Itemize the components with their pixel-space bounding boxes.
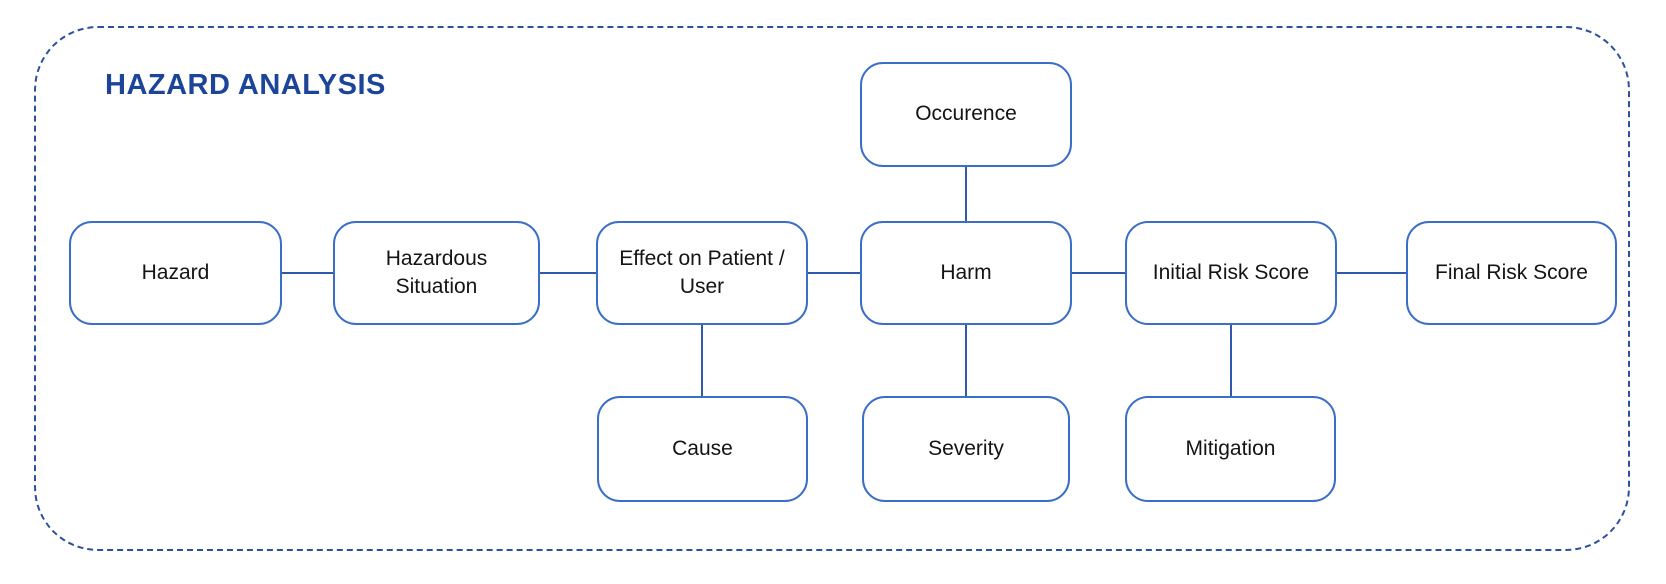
- node-hazard: Hazard: [69, 221, 282, 325]
- diagram-title: HAZARD ANALYSIS: [105, 69, 386, 101]
- connector-hazardous-situation-effect: [538, 272, 598, 274]
- node-cause: Cause: [597, 396, 808, 502]
- connector-hazard-hazardous-situation: [280, 272, 335, 274]
- connector-initial-risk-mitigation: [1230, 323, 1232, 398]
- connector-effect-cause: [701, 323, 703, 398]
- node-hazardous-situation: Hazardous Situation: [333, 221, 540, 325]
- node-final-risk-score: Final Risk Score: [1406, 221, 1617, 325]
- diagram-dashed-boundary: [34, 26, 1630, 551]
- connector-harm-initial-risk-score: [1070, 272, 1127, 274]
- node-effect-on-patient-user: Effect on Patient / User: [596, 221, 808, 325]
- node-harm: Harm: [860, 221, 1072, 325]
- node-mitigation: Mitigation: [1125, 396, 1336, 502]
- connector-effect-harm: [806, 272, 862, 274]
- connector-harm-severity: [965, 323, 967, 398]
- node-initial-risk-score: Initial Risk Score: [1125, 221, 1337, 325]
- node-severity: Severity: [862, 396, 1070, 502]
- node-occurence: Occurence: [860, 62, 1072, 167]
- connector-initial-final-risk-score: [1335, 272, 1408, 274]
- connector-occurence-harm: [965, 165, 967, 223]
